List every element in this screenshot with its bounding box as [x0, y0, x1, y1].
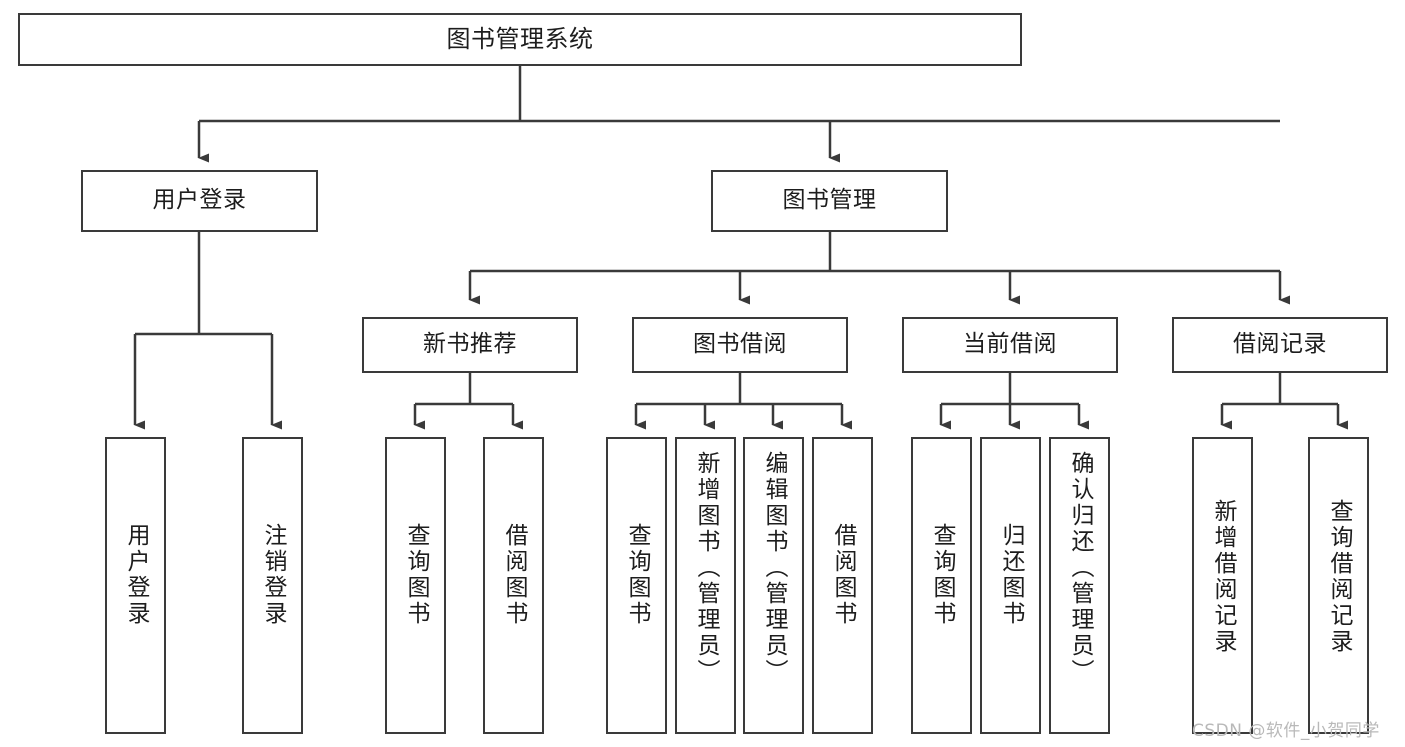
node-root-label: 图书管理系统 — [446, 25, 594, 54]
node-user-login[interactable]: 用户登录 — [81, 170, 318, 232]
node-leaf-confirm-return[interactable]: 确认归还（管理员） — [1049, 437, 1110, 734]
node-leaf-add-book[interactable]: 新增图书（管理员） — [675, 437, 736, 734]
node-leaf-query-book-2[interactable]: 查询图书 — [606, 437, 667, 734]
node-leaf-return-book[interactable]: 归还图书 — [980, 437, 1041, 734]
node-leaf-query-book-1-label: 查询图书 — [403, 523, 429, 627]
node-user-login-label: 用户登录 — [152, 187, 247, 214]
node-leaf-add-record-label: 新增借阅记录 — [1210, 499, 1236, 655]
node-root[interactable]: 图书管理系统 — [18, 13, 1022, 66]
node-leaf-borrow-book-1[interactable]: 借阅图书 — [483, 437, 544, 734]
node-current-borrow[interactable]: 当前借阅 — [902, 317, 1118, 373]
node-leaf-edit-book[interactable]: 编辑图书（管理员） — [743, 437, 804, 734]
node-leaf-add-record[interactable]: 新增借阅记录 — [1192, 437, 1253, 734]
node-leaf-return-book-label: 归还图书 — [998, 523, 1024, 627]
node-new-book-recommend[interactable]: 新书推荐 — [362, 317, 578, 373]
node-leaf-user-login[interactable]: 用户登录 — [105, 437, 166, 734]
node-book-manage[interactable]: 图书管理 — [711, 170, 948, 232]
node-leaf-borrow-book-2[interactable]: 借阅图书 — [812, 437, 873, 734]
node-leaf-query-record-label: 查询借阅记录 — [1326, 499, 1352, 655]
node-leaf-add-book-label: 新增图书（管理员） — [693, 451, 719, 685]
node-book-borrow-label: 图书借阅 — [693, 331, 787, 358]
node-borrow-record[interactable]: 借阅记录 — [1172, 317, 1388, 373]
node-borrow-record-label: 借阅记录 — [1233, 331, 1327, 358]
node-leaf-confirm-return-label: 确认归还（管理员） — [1067, 451, 1093, 685]
node-current-borrow-label: 当前借阅 — [963, 331, 1057, 358]
node-leaf-logout-login[interactable]: 注销登录 — [242, 437, 303, 734]
node-leaf-borrow-book-1-label: 借阅图书 — [501, 523, 527, 627]
node-leaf-query-book-3[interactable]: 查询图书 — [911, 437, 972, 734]
node-leaf-query-book-3-label: 查询图书 — [929, 523, 955, 627]
node-leaf-user-login-label: 用户登录 — [123, 523, 149, 627]
node-leaf-borrow-book-2-label: 借阅图书 — [830, 523, 856, 627]
node-book-borrow[interactable]: 图书借阅 — [632, 317, 848, 373]
node-leaf-query-record[interactable]: 查询借阅记录 — [1308, 437, 1369, 734]
node-book-manage-label: 图书管理 — [782, 187, 877, 214]
node-new-book-recommend-label: 新书推荐 — [423, 331, 517, 358]
node-leaf-query-book-1[interactable]: 查询图书 — [385, 437, 446, 734]
csdn-watermark: CSDN @软件_小贺同学 — [1192, 721, 1380, 741]
node-leaf-logout-login-label: 注销登录 — [260, 523, 286, 627]
node-leaf-query-book-2-label: 查询图书 — [624, 523, 650, 627]
node-leaf-edit-book-label: 编辑图书（管理员） — [761, 451, 787, 685]
